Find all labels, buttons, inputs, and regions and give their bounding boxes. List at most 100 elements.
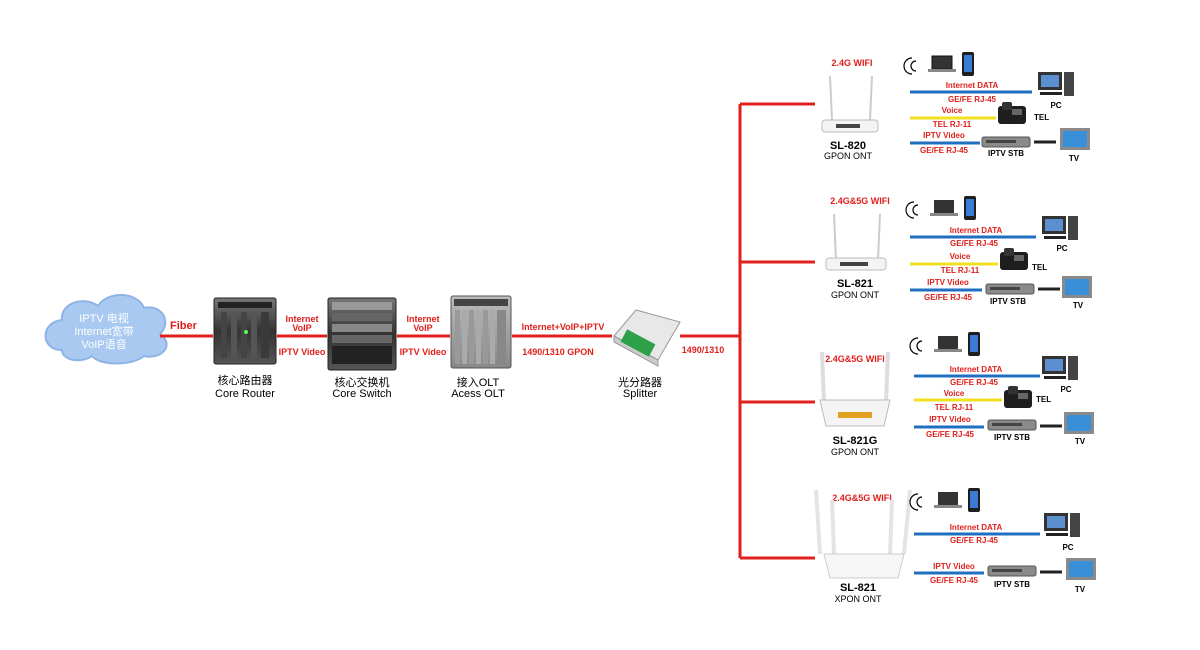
ont-2-tel: TEL bbox=[1032, 263, 1047, 272]
link-so-bottom: IPTV Video bbox=[400, 347, 447, 357]
ont-2-model: SL-821 bbox=[837, 278, 873, 290]
ont-2-voice-label: Voice bbox=[950, 252, 971, 261]
ont-2-wifi: 2.4G&5G WIFI bbox=[830, 196, 890, 206]
olt-en: Acess OLT bbox=[451, 388, 505, 400]
ont-2-tv: TV bbox=[1073, 301, 1084, 310]
ont-3-stb: IPTV STB bbox=[994, 433, 1030, 442]
ont-2-iptv-label: IPTV Video bbox=[927, 278, 969, 287]
ont-4-tv: TV bbox=[1075, 585, 1086, 594]
pc-icon bbox=[1042, 216, 1078, 240]
ont-2-data-label: Internet DATA bbox=[950, 226, 1003, 235]
core-router-en: Core Router bbox=[215, 388, 275, 400]
olt-cn: 接入OLT bbox=[457, 376, 500, 389]
cloud-line-3: VoIP语音 bbox=[81, 337, 126, 351]
ont-3-tv: TV bbox=[1075, 437, 1086, 446]
ont-4-data-port: GE/FE RJ-45 bbox=[950, 536, 999, 545]
link-so-top1: Internet bbox=[406, 314, 439, 324]
router-icon bbox=[814, 489, 912, 579]
splitter-icon bbox=[613, 309, 681, 367]
fiber-label: Fiber bbox=[170, 320, 198, 332]
ont-1: 2.4G WIFI SL-820 GPON ONT Internet DATA … bbox=[821, 52, 1090, 163]
ont-1-pc: PC bbox=[1050, 101, 1061, 110]
ont-4-iptv-port: GE/FE RJ-45 bbox=[930, 576, 979, 585]
ont-1-type: GPON ONT bbox=[824, 151, 873, 161]
ont-4: 2.4G&5G WIFI SL-821 XPON ONT Internet DA… bbox=[814, 488, 1096, 604]
telephone-icon bbox=[1000, 248, 1028, 270]
ont-3-voice-port: TEL RJ-11 bbox=[935, 403, 974, 412]
telephone-icon bbox=[1004, 386, 1032, 408]
core-switch-cn: 核心交换机 bbox=[335, 375, 390, 389]
backbone-links bbox=[160, 102, 815, 560]
cloud-icon: IPTV 电视 Internet宽带 VoIP语音 bbox=[44, 293, 168, 365]
settop-box-icon bbox=[987, 565, 1037, 577]
ont-3-wifi: 2.4G&5G WIFI bbox=[825, 354, 885, 364]
ont-1-iptv-label: IPTV Video bbox=[923, 131, 965, 140]
pc-icon bbox=[1038, 72, 1074, 96]
link-sb-label: 1490/1310 bbox=[682, 345, 725, 355]
router-icon bbox=[819, 351, 891, 427]
ont-3: 2.4G&5G WIFI SL-821G GPON ONT Internet D… bbox=[819, 332, 1094, 457]
link-rs-bottom: IPTV Video bbox=[279, 347, 326, 357]
settop-box-icon bbox=[985, 283, 1035, 295]
tv-icon bbox=[1060, 128, 1090, 150]
link-os-bottom: 1490/1310 GPON bbox=[522, 347, 594, 357]
ont-4-type: XPON ONT bbox=[834, 594, 882, 604]
ont-2-data-port: GE/FE RJ-45 bbox=[950, 239, 999, 248]
wireless-devices-icon bbox=[903, 52, 974, 76]
ont-1-iptv-port: GE/FE RJ-45 bbox=[920, 146, 969, 155]
core-switch-en: Core Switch bbox=[332, 388, 391, 400]
ont-3-model: SL-821G bbox=[833, 435, 878, 447]
splitter-en: Splitter bbox=[623, 388, 658, 400]
ont-1-data-port: GE/FE RJ-45 bbox=[948, 95, 997, 104]
ont-4-iptv-label: IPTV Video bbox=[933, 562, 975, 571]
ont-1-stb: IPTV STB bbox=[988, 149, 1024, 158]
tv-icon bbox=[1062, 276, 1092, 298]
wireless-devices-icon bbox=[909, 488, 980, 512]
ont-3-data-label: Internet DATA bbox=[950, 365, 1003, 374]
wireless-devices-icon bbox=[909, 332, 980, 356]
cloud-line-1: IPTV 电视 bbox=[79, 311, 129, 325]
router-icon bbox=[821, 75, 879, 133]
splitter-cn: 光分路器 bbox=[618, 375, 662, 389]
link-os-top: Internet+VoIP+IPTV bbox=[522, 322, 605, 332]
settop-box-icon bbox=[987, 419, 1037, 431]
pc-icon bbox=[1042, 356, 1078, 380]
ont-2-stb: IPTV STB bbox=[990, 297, 1026, 306]
link-rs-top2: VoIP bbox=[292, 323, 311, 333]
ont-3-iptv-label: IPTV Video bbox=[929, 415, 971, 424]
ont-4-wifi: 2.4G&5G WIFI bbox=[832, 493, 892, 503]
ont-4-stb: IPTV STB bbox=[994, 580, 1030, 589]
ont-3-type: GPON ONT bbox=[831, 447, 880, 457]
ont-2-iptv-port: GE/FE RJ-45 bbox=[924, 293, 973, 302]
link-so-top2: VoIP bbox=[413, 323, 432, 333]
settop-box-icon bbox=[981, 136, 1031, 148]
pc-icon bbox=[1044, 513, 1080, 537]
router-icon bbox=[825, 213, 887, 271]
ont-4-pc: PC bbox=[1062, 543, 1073, 552]
ont-1-data-label: Internet DATA bbox=[946, 81, 999, 90]
ont-3-data-port: GE/FE RJ-45 bbox=[950, 378, 999, 387]
ont-2-type: GPON ONT bbox=[831, 290, 880, 300]
tv-icon bbox=[1064, 412, 1094, 434]
ont-4-model: SL-821 bbox=[840, 582, 876, 594]
link-rs-top1: Internet bbox=[285, 314, 318, 324]
ont-3-pc: PC bbox=[1060, 385, 1071, 394]
ont-1-tv: TV bbox=[1069, 154, 1080, 163]
core-switch-icon bbox=[327, 297, 397, 371]
telephone-icon bbox=[998, 102, 1026, 124]
tv-icon bbox=[1066, 558, 1096, 580]
cloud-line-2: Internet宽带 bbox=[74, 324, 133, 338]
core-router-cn: 核心路由器 bbox=[218, 373, 273, 387]
ont-2-pc: PC bbox=[1056, 244, 1067, 253]
ont-1-wifi: 2.4G WIFI bbox=[831, 58, 872, 68]
olt-icon bbox=[450, 295, 512, 369]
ont-1-model: SL-820 bbox=[830, 140, 866, 152]
ont-1-voice-label: Voice bbox=[942, 106, 963, 115]
ont-2-voice-port: TEL RJ-11 bbox=[941, 266, 980, 275]
wireless-devices-icon bbox=[905, 196, 976, 220]
ont-4-data-label: Internet DATA bbox=[950, 523, 1003, 532]
core-router-icon bbox=[213, 297, 277, 365]
ont-3-iptv-port: GE/FE RJ-45 bbox=[926, 430, 975, 439]
